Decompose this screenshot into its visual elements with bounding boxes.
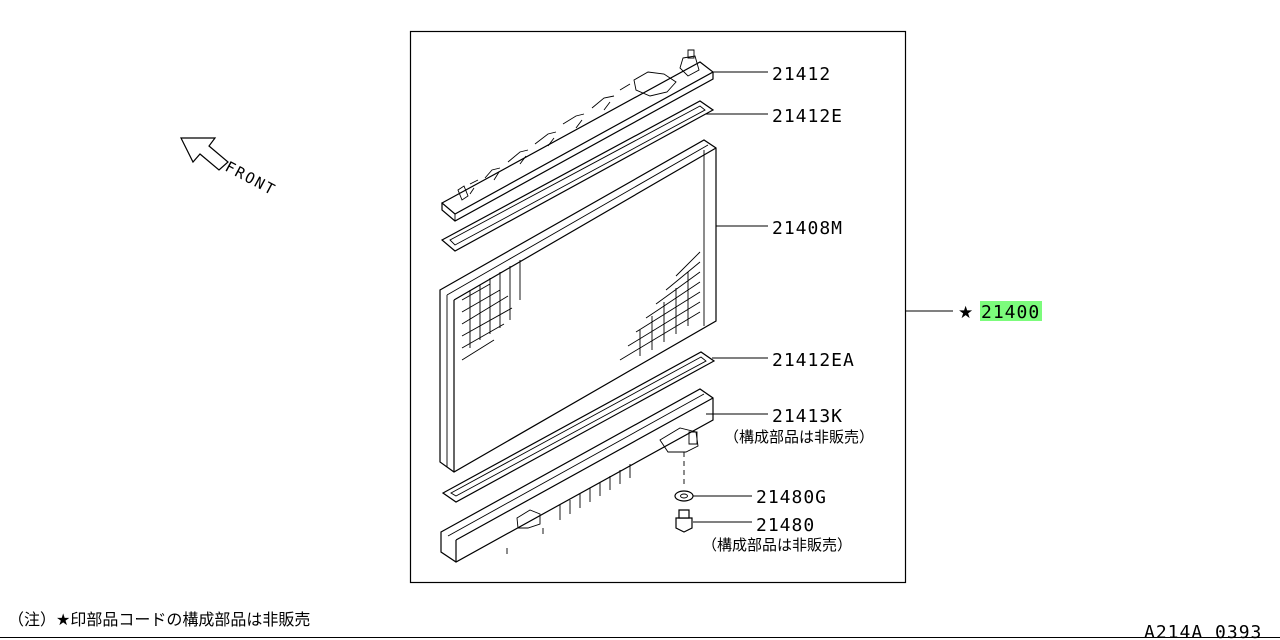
diagram-id: A214A 0393 — [1144, 622, 1262, 640]
star-marker-icon: ★ — [958, 303, 974, 323]
footnote: （注）★印部品コードの構成部品は非販売 — [8, 610, 310, 629]
radiator-core-drawing — [439, 139, 717, 473]
leader-lines — [693, 71, 953, 523]
assembly-highlight — [980, 301, 1042, 321]
part-note-21480: （構成部品は非販売） — [702, 536, 852, 554]
drain-washer-drawing — [674, 490, 694, 502]
front-arrow-icon — [180, 137, 229, 171]
front-label: FRONT — [222, 158, 279, 200]
assembly-frame — [409, 30, 907, 584]
upper-gasket-drawing — [440, 100, 715, 252]
part-label-21408m: 21408M — [772, 218, 843, 239]
part-label-21412: 21412 — [772, 64, 831, 85]
part-label-21413k: 21413K — [772, 406, 843, 427]
part-label-21412e: 21412E — [772, 106, 843, 127]
lower-tank-drawing — [440, 388, 714, 563]
part-label-21480: 21480 — [756, 515, 815, 536]
part-label-21400[interactable]: 21400 — [981, 302, 1040, 323]
part-label-21412ea: 21412EA — [772, 350, 855, 371]
upper-tank-drawing — [440, 49, 715, 222]
part-label-21480g: 21480G — [756, 487, 827, 508]
drain-plug-drawing — [675, 509, 693, 533]
part-note-21413k: （構成部品は非販売） — [724, 428, 874, 446]
lower-gasket-drawing — [441, 351, 716, 503]
